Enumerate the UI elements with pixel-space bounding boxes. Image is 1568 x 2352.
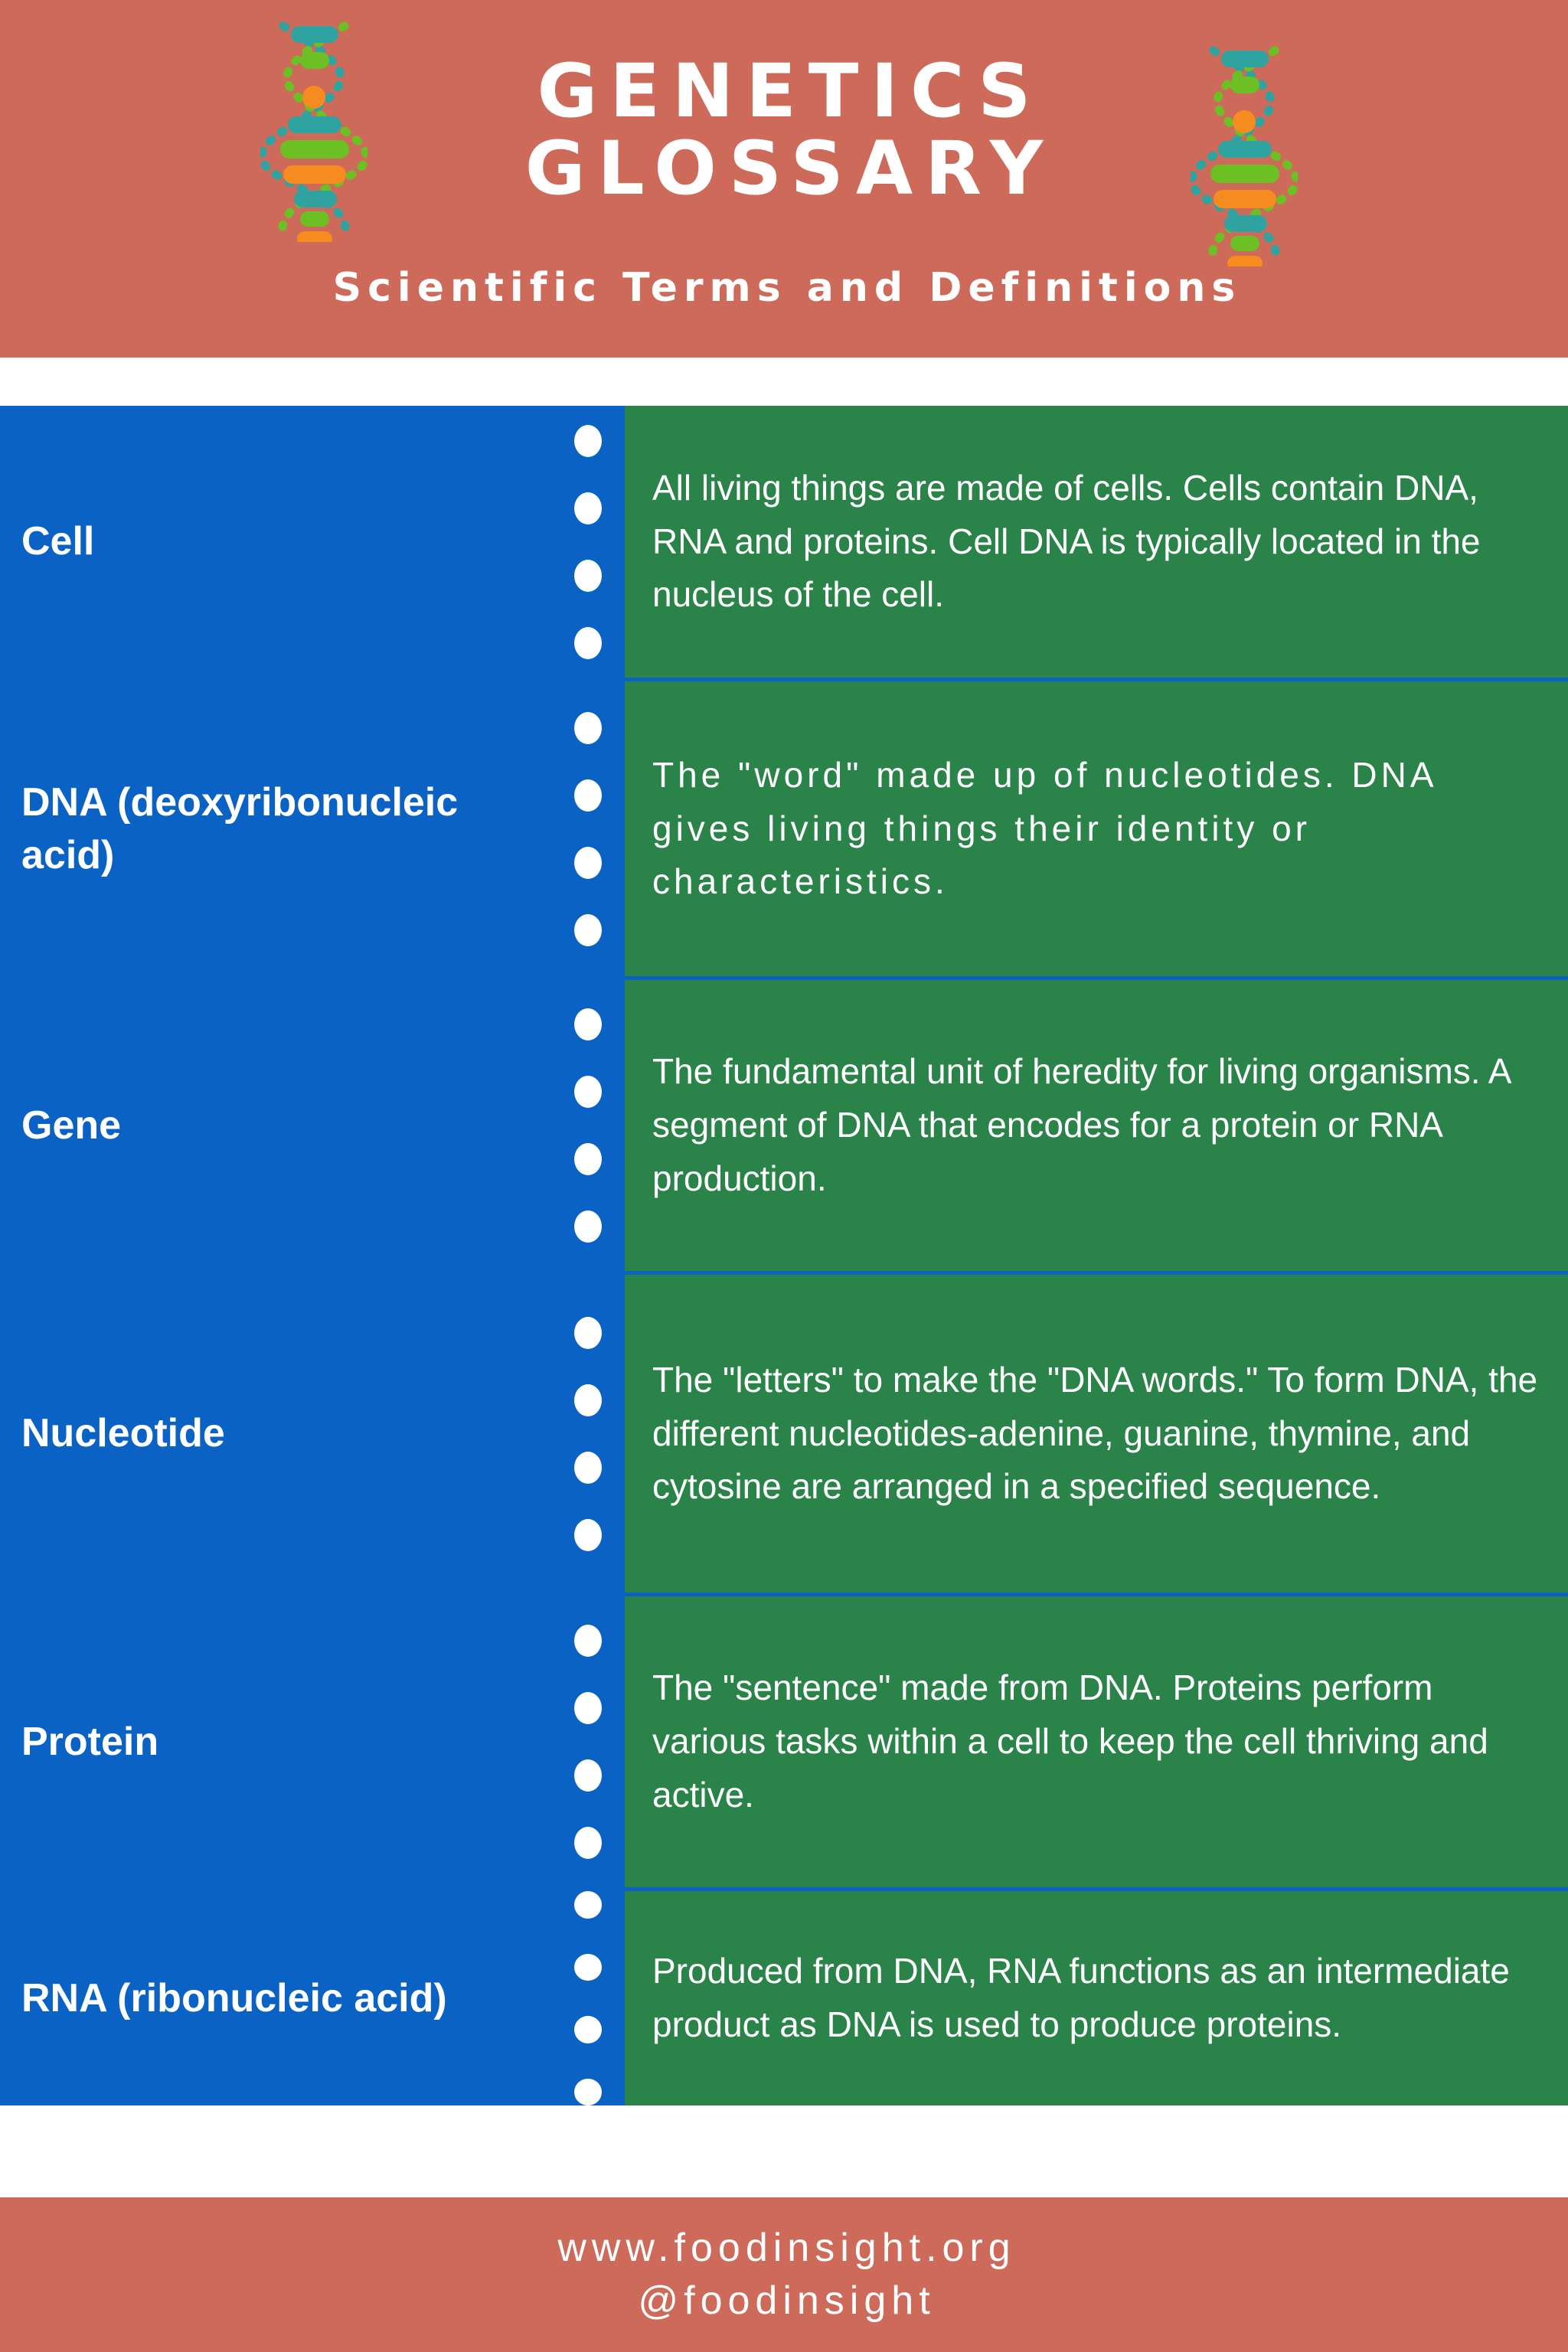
bullet-dot-icon [574,2016,602,2043]
bullet-dot-icon [574,1383,602,1416]
term-cell: Nucleotide [0,1275,551,1592]
title-line-1: GENETICS [537,48,1044,135]
table-row: RNA (ribonucleic acid) Produced from DNA… [0,1891,1568,2105]
bullet-column [551,1275,625,1592]
table-row: DNA (deoxyribonucleic acid) The "word" m… [0,681,1568,976]
title-row: GENETICS GLOSSARY [0,0,1568,271]
definition-text: The fundamental unit of heredity for liv… [652,1051,1510,1198]
bullet-dot-icon [574,626,602,659]
bullet-dot-icon [574,1827,602,1859]
definition-text: The "word" made up of nucleotides. DNA g… [652,754,1436,902]
bullet-dot-icon [574,1008,602,1040]
term-label: Cell [21,519,95,564]
bullet-dot-icon [574,1953,602,1981]
definition-text: The "sentence" made from DNA. Proteins p… [652,1668,1488,1815]
definition-cell: Produced from DNA, RNA functions as an i… [625,1891,1568,2105]
bullet-dot-icon [574,1759,602,1792]
definition-cell: The fundamental unit of heredity for liv… [625,980,1568,1271]
dna-helix-icon [257,20,371,247]
bullet-column [551,681,625,976]
bullet-column [551,1891,625,2105]
title-line-2: GLOSSARY [524,126,1056,211]
bullet-dot-icon [574,1692,602,1724]
definition-cell: The "word" made up of nucleotides. DNA g… [625,681,1568,976]
footer-social-handle[interactable]: @foodinsight [638,2278,936,2323]
term-cell: Protein [0,1596,551,1887]
term-label: Nucleotide [21,1411,225,1456]
bullet-dot-icon [574,2078,602,2105]
bullet-dot-icon [574,1076,602,1108]
bullet-column [551,980,625,1271]
definition-cell: The "letters" to make the "DNA words." T… [625,1275,1568,1592]
poster-subtitle: Scientific Terms and Definitions [332,265,1242,311]
bullet-dot-icon [574,559,602,592]
bullet-dot-icon [574,1316,602,1349]
poster-header: GENETICS GLOSSARY [0,0,1568,358]
term-label: DNA (deoxyribonucleic acid) [21,779,459,877]
bullet-dot-icon [574,779,602,812]
term-cell: Gene [0,980,551,1271]
bullet-column [551,1596,625,1887]
bullet-dot-icon [574,1625,602,1657]
definition-cell: All living things are made of cells. Cel… [625,406,1568,678]
footer-website[interactable]: www.foodinsight.org [557,2226,1016,2271]
bullet-dot-icon [574,1210,602,1243]
table-row: Cell All living things are made of cells… [0,406,1568,678]
dna-helix-icon [1187,44,1301,271]
term-cell: DNA (deoxyribonucleic acid) [0,681,551,976]
poster-footer: www.foodinsight.org @foodinsight [0,2197,1568,2352]
term-label: Gene [21,1102,122,1148]
definition-text: The "letters" to make the "DNA words." T… [652,1359,1538,1507]
term-cell: RNA (ribonucleic acid) [0,1891,551,2105]
bullet-dot-icon [574,1518,602,1551]
table-row: Gene The fundamental unit of heredity fo… [0,980,1568,1271]
table-row: Protein The "sentence" made from DNA. Pr… [0,1596,1568,1887]
bullet-column [551,406,625,678]
definition-text: Produced from DNA, RNA functions as an i… [652,1951,1510,2044]
glossary-body: Cell All living things are made of cells… [0,406,1568,2105]
bullet-dot-icon [574,846,602,879]
term-label: Protein [21,1719,159,1764]
bullet-dot-icon [574,492,602,524]
title-block: GENETICS GLOSSARY [513,53,1056,207]
term-cell: Cell [0,406,551,678]
bullet-dot-icon [574,1143,602,1175]
bullet-dot-icon [574,424,602,457]
definition-text: All living things are made of cells. Cel… [652,467,1481,615]
term-label: RNA (ribonucleic acid) [21,1975,447,2020]
bullet-dot-icon [574,913,602,946]
bullet-dot-icon [574,711,602,744]
bullet-dot-icon [574,1451,602,1484]
table-row: Nucleotide The "letters" to make the "DN… [0,1275,1568,1592]
bullet-dot-icon [574,1891,602,1919]
definition-cell: The "sentence" made from DNA. Proteins p… [625,1596,1568,1887]
